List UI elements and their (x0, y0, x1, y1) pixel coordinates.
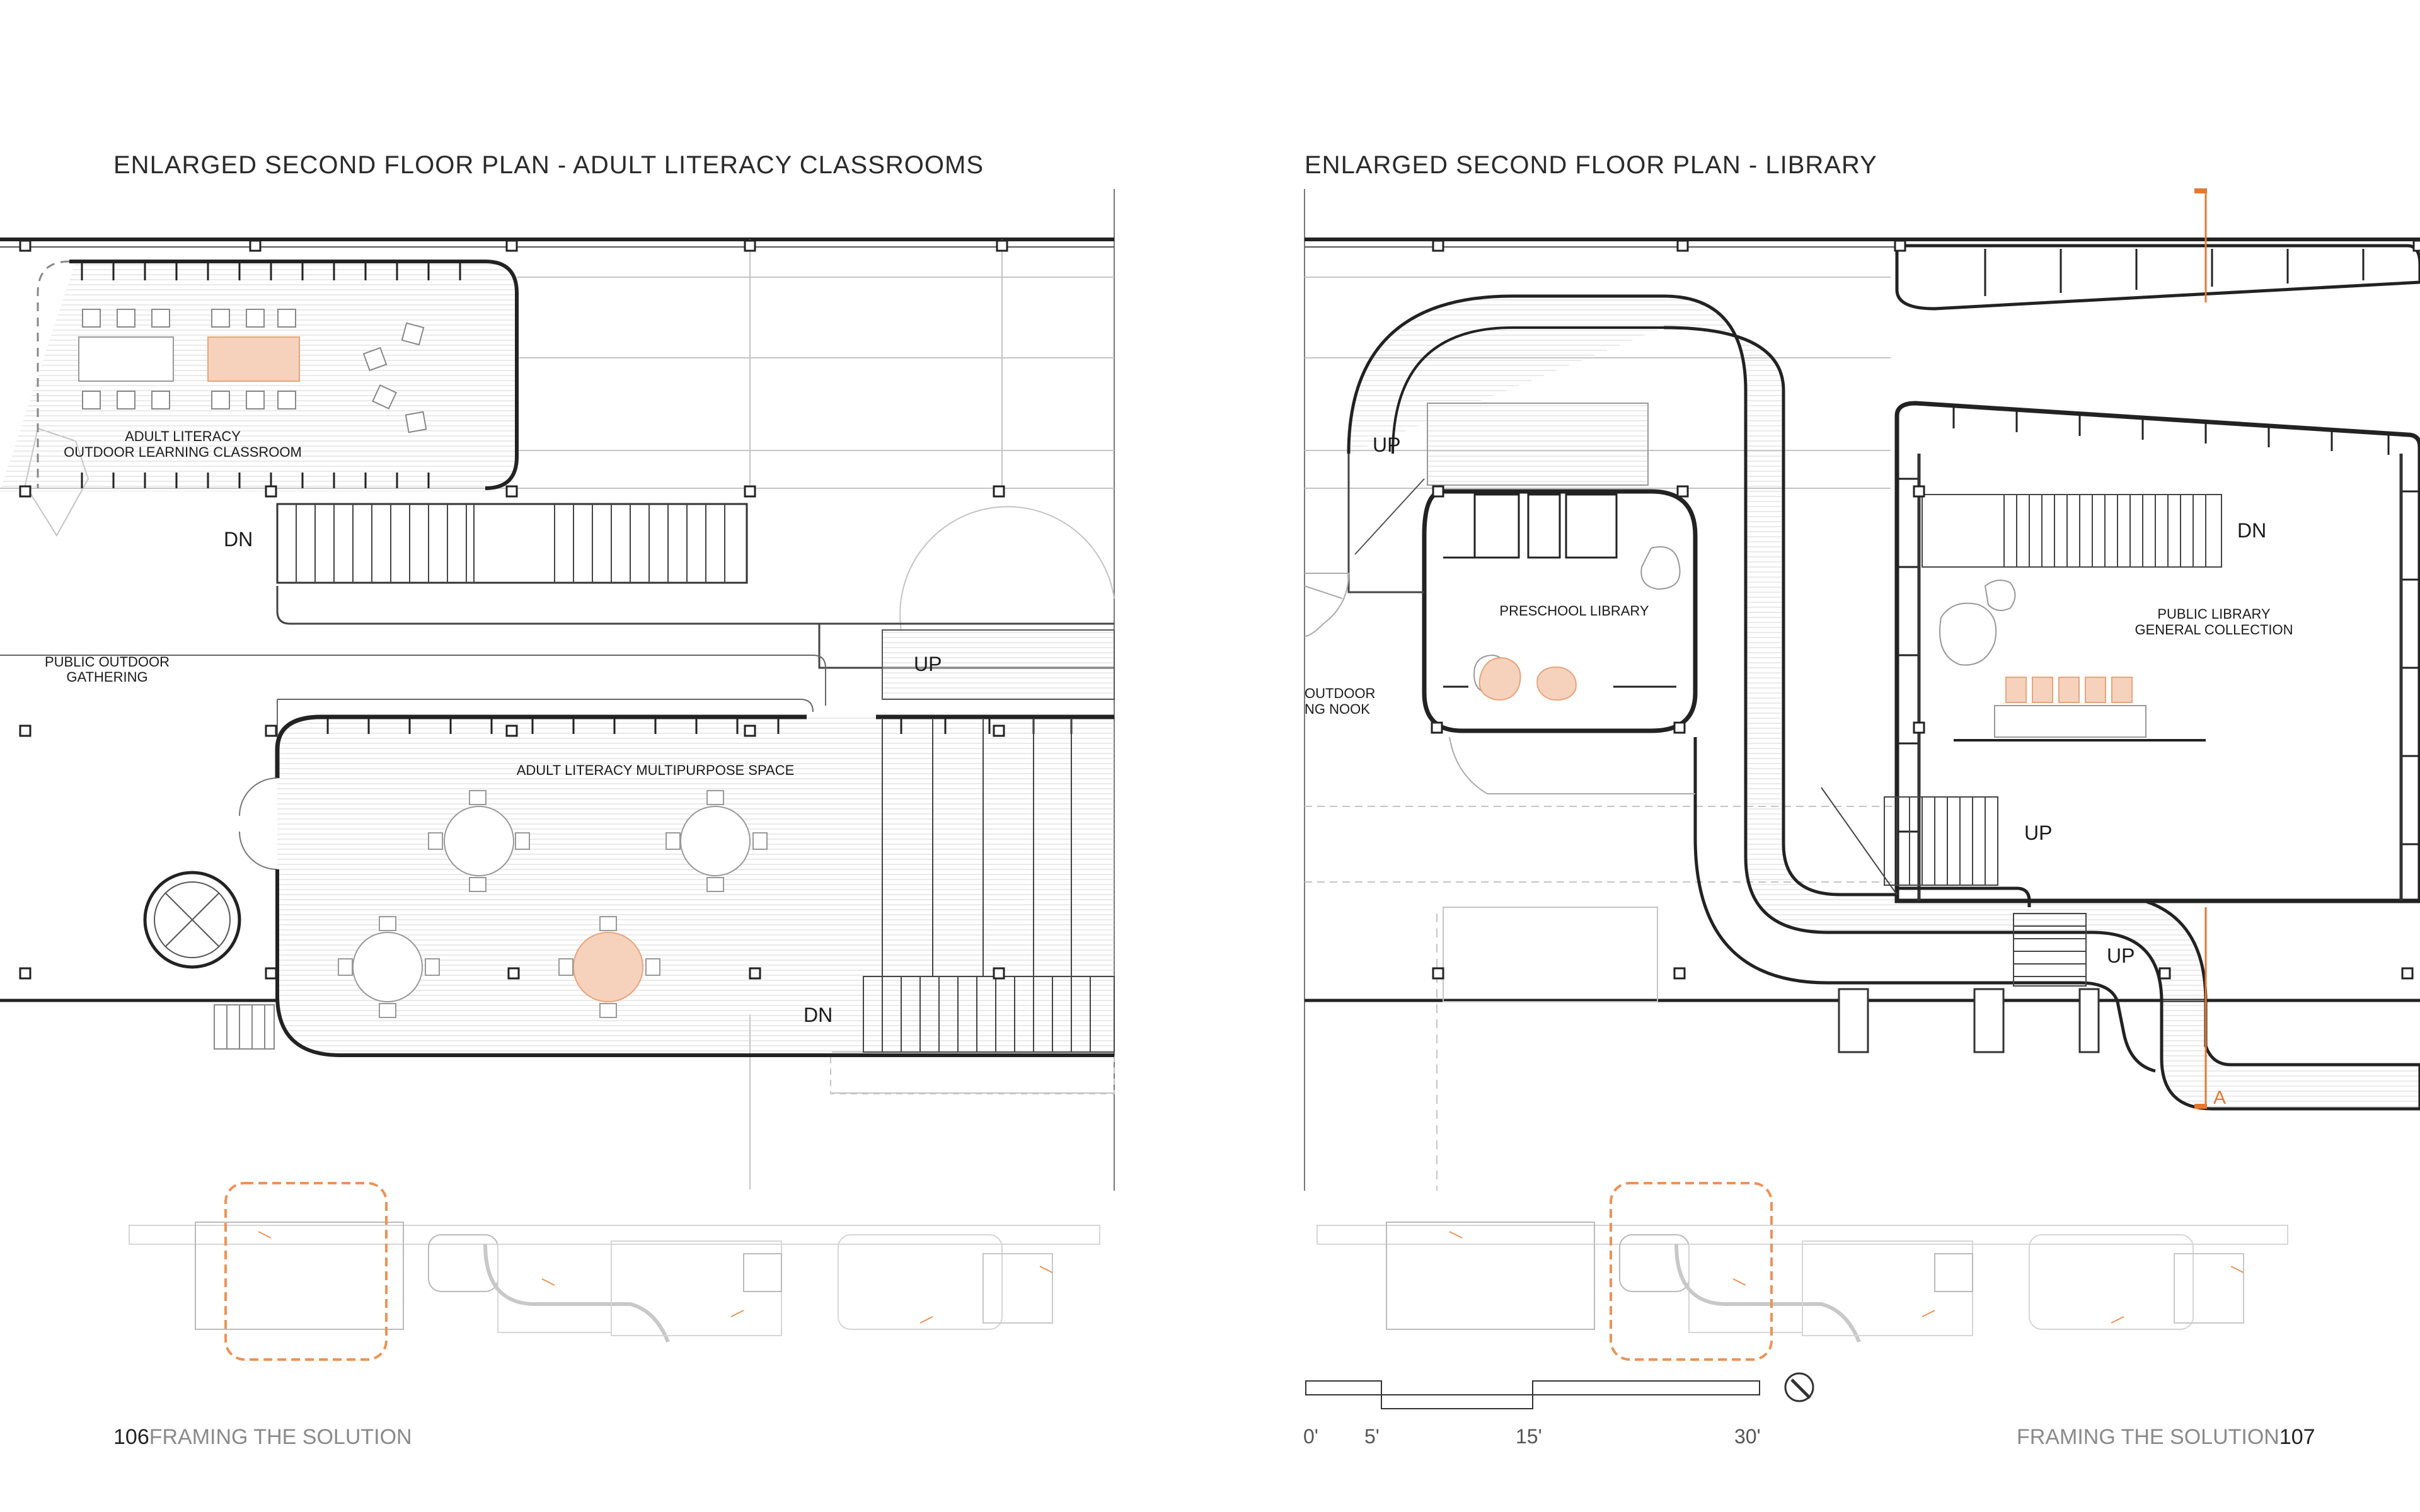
right-page-number: 107 (2279, 1425, 2315, 1449)
left-section-name: FRAMING THE SOLUTION (149, 1425, 412, 1449)
right-plan: PRESCHOOL LIBRARY PUBLIC LIBRARY GENERAL… (1304, 188, 2420, 1191)
left-footer: 106FRAMING THE SOLUTION (113, 1425, 412, 1450)
scale-label-0: 0' (1303, 1425, 1318, 1448)
scale-label-5: 5' (1364, 1425, 1380, 1448)
outdoor-classroom-label-2: OUTDOOR LEARNING CLASSROOM (64, 444, 302, 460)
left-plan: ADULT LITERACY OUTDOOR LEARNING CLASSROO… (0, 189, 1115, 1191)
public-library-label-2: GENERAL COLLECTION (2135, 622, 2293, 638)
stair-dn-library-label: DN (2237, 519, 2266, 542)
right-page-title: ENLARGED SECOND FLOOR PLAN - LIBRARY (1305, 151, 1877, 179)
right-footer: FRAMING THE SOLUTION107 (2017, 1425, 2315, 1450)
left-page-number: 106 (113, 1425, 149, 1449)
outdoor-nook-label-1: OUTDOOR (1305, 685, 1375, 701)
scale-bar (1305, 1380, 1760, 1409)
preschool-library-label: PRESCHOOL LIBRARY (1499, 603, 1649, 619)
stair-up-label: UP (914, 653, 942, 675)
stair-up-mid-label: UP (2024, 822, 2052, 844)
key-plan-right (1317, 1182, 2288, 1361)
stair-up-lower-label: UP (2107, 944, 2135, 967)
stair-dn-lower-label: DN (804, 1004, 833, 1026)
section-marker-label: A (2213, 1087, 2226, 1108)
stair-dn-upper-label: DN (224, 528, 253, 551)
stair-up-left-label: UP (1373, 433, 1400, 456)
right-section-name: FRAMING THE SOLUTION (2017, 1425, 2279, 1449)
multipurpose-label: ADULT LITERACY MULTIPURPOSE SPACE (517, 762, 795, 778)
scale-label-15: 15' (1516, 1425, 1542, 1448)
north-arrow-icon (1784, 1372, 1814, 1402)
gathering-label-2: GATHERING (66, 669, 147, 685)
key-plan-left (129, 1182, 1100, 1361)
public-library-label-1: PUBLIC LIBRARY (2157, 606, 2271, 622)
gathering-label-1: PUBLIC OUTDOOR (45, 654, 170, 670)
outdoor-nook-label-2: NG NOOK (1305, 701, 1370, 717)
left-page-title: ENLARGED SECOND FLOOR PLAN - ADULT LITER… (113, 151, 984, 179)
outdoor-classroom-label-1: ADULT LITERACY (125, 428, 241, 444)
scale-label-30: 30' (1734, 1425, 1761, 1448)
